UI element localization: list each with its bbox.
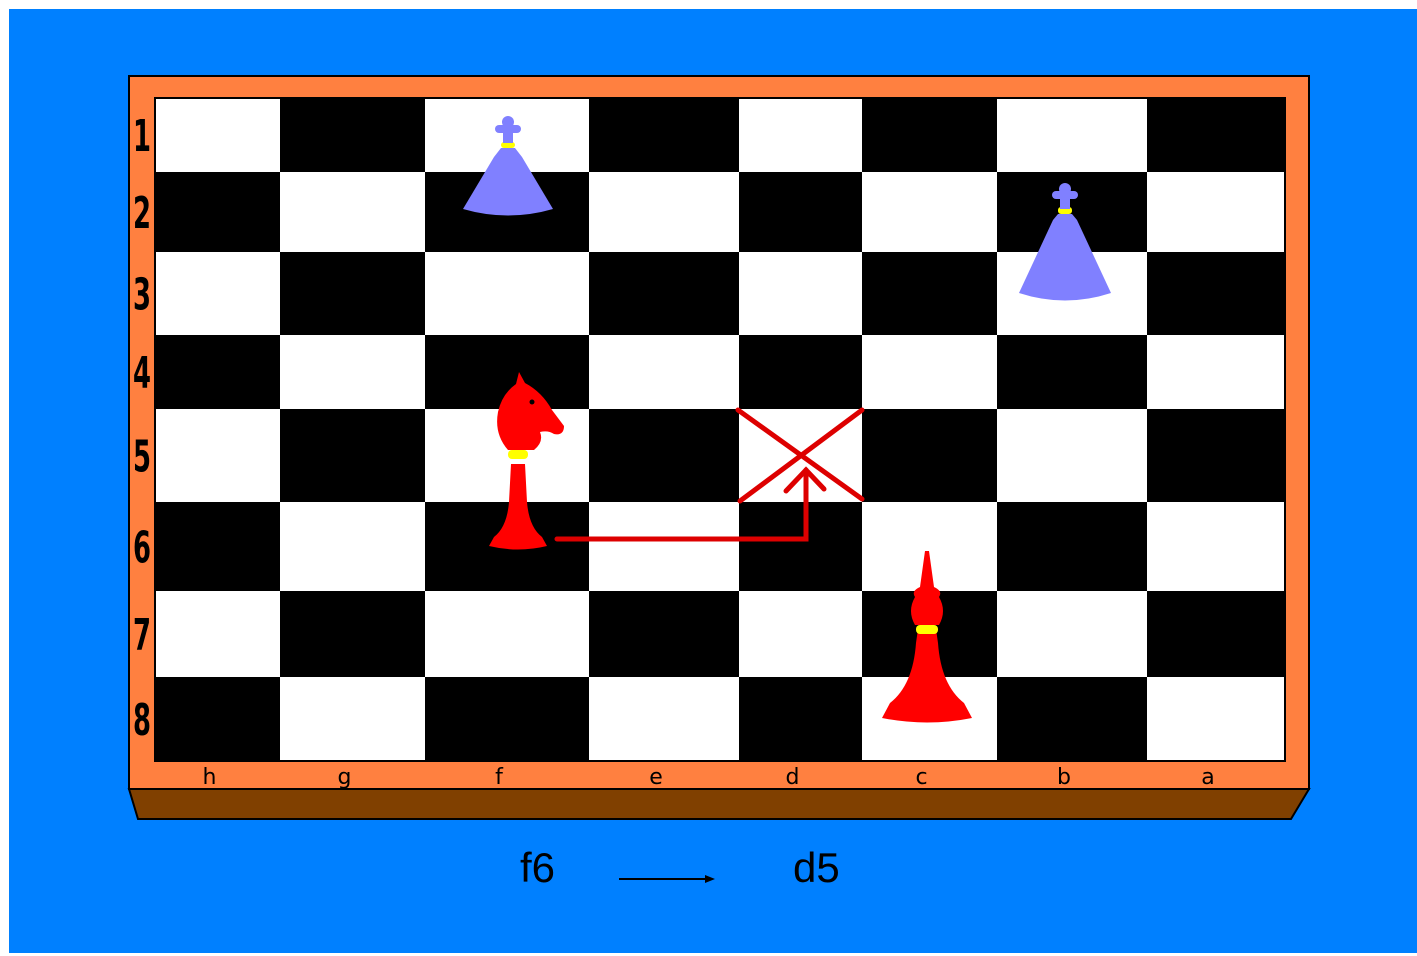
square-c1[interactable] (862, 98, 997, 172)
square-b5[interactable] (997, 409, 1147, 502)
square-h5[interactable] (155, 409, 280, 502)
square-b7[interactable] (997, 591, 1147, 677)
square-a1[interactable] (1147, 98, 1285, 172)
rank-label-3: 3 (133, 270, 151, 321)
square-h2[interactable] (155, 172, 280, 252)
square-d4[interactable] (739, 335, 862, 409)
square-d7[interactable] (739, 591, 862, 677)
square-g2[interactable] (280, 172, 425, 252)
square-b6[interactable] (997, 502, 1147, 591)
square-g4[interactable] (280, 335, 425, 409)
square-b8[interactable] (997, 677, 1147, 761)
square-f8[interactable] (425, 677, 589, 761)
rank-label-8: 8 (133, 695, 151, 746)
square-g6[interactable] (280, 502, 425, 591)
rank-label-7: 7 (133, 610, 151, 661)
rank-label-6: 6 (133, 523, 151, 574)
square-e4[interactable] (589, 335, 739, 409)
square-a6[interactable] (1147, 502, 1285, 591)
square-a3[interactable] (1147, 252, 1285, 335)
square-d2[interactable] (739, 172, 862, 252)
rank-label-2: 2 (133, 188, 151, 239)
file-label-b: b (1057, 765, 1071, 790)
square-h8[interactable] (155, 677, 280, 761)
square-c3[interactable] (862, 252, 997, 335)
file-label-g: g (338, 765, 352, 790)
square-e2[interactable] (589, 172, 739, 252)
chessboard: 1 2 3 4 5 6 7 8 h g f e d c b a (9, 9, 1417, 953)
square-h3[interactable] (155, 252, 280, 335)
square-b4[interactable] (997, 335, 1147, 409)
square-d6[interactable] (739, 502, 862, 591)
square-f7[interactable] (425, 591, 589, 677)
square-a8[interactable] (1147, 677, 1285, 761)
square-c5[interactable] (862, 409, 997, 502)
square-g7[interactable] (280, 591, 425, 677)
move-to-label: d5 (793, 847, 840, 889)
square-e1[interactable] (589, 98, 739, 172)
square-g3[interactable] (280, 252, 425, 335)
square-e3[interactable] (589, 252, 739, 335)
file-label-d: d (786, 765, 800, 790)
square-e7[interactable] (589, 591, 739, 677)
square-c2[interactable] (862, 172, 997, 252)
rank-label-1: 1 (133, 111, 151, 162)
squares-grid (155, 98, 1285, 761)
square-d8[interactable] (739, 677, 862, 761)
square-e8[interactable] (589, 677, 739, 761)
arrow-right-icon (619, 871, 719, 887)
square-a5[interactable] (1147, 409, 1285, 502)
rank-label-4: 4 (133, 348, 151, 399)
square-h7[interactable] (155, 591, 280, 677)
board-base (129, 789, 1309, 819)
square-a4[interactable] (1147, 335, 1285, 409)
file-label-a: a (1201, 765, 1214, 790)
rank-label-5: 5 (133, 432, 151, 483)
square-f3[interactable] (425, 252, 589, 335)
square-h4[interactable] (155, 335, 280, 409)
square-g5[interactable] (280, 409, 425, 502)
file-label-c: c (915, 765, 927, 790)
square-a2[interactable] (1147, 172, 1285, 252)
file-label-e: e (649, 765, 663, 790)
square-e5[interactable] (589, 409, 739, 502)
square-c4[interactable] (862, 335, 997, 409)
square-g8[interactable] (280, 677, 425, 761)
stage: 1 2 3 4 5 6 7 8 h g f e d c b a (9, 9, 1417, 953)
square-b1[interactable] (997, 98, 1147, 172)
square-d1[interactable] (739, 98, 862, 172)
square-d3[interactable] (739, 252, 862, 335)
square-h6[interactable] (155, 502, 280, 591)
move-from-label: f6 (520, 847, 555, 889)
square-g1[interactable] (280, 98, 425, 172)
square-e6[interactable] (589, 502, 739, 591)
file-label-f: f (495, 765, 504, 790)
square-a7[interactable] (1147, 591, 1285, 677)
file-label-h: h (203, 765, 217, 790)
square-h1[interactable] (155, 98, 280, 172)
